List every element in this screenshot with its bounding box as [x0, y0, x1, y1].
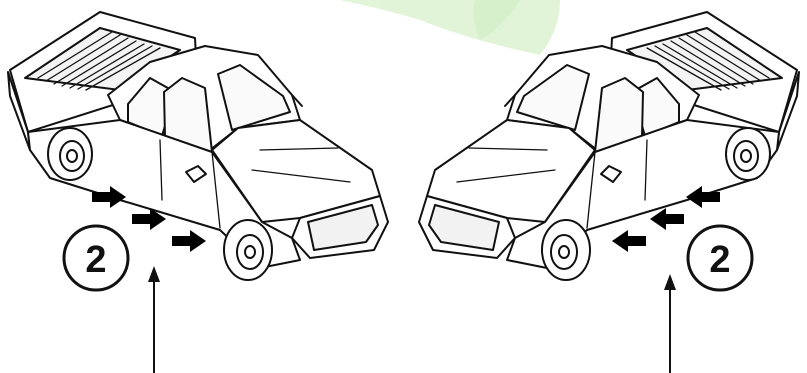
callout-left: 2	[64, 226, 128, 290]
front-wheel-right	[542, 220, 590, 280]
callout-number-right: 2	[709, 239, 730, 281]
callout-right: 2	[688, 226, 752, 290]
front-wheel-left	[224, 220, 272, 280]
pointer-arrow-left	[148, 266, 160, 373]
push-arrow	[612, 230, 646, 252]
rear-wheel-right	[726, 128, 770, 180]
push-arrow	[172, 230, 206, 252]
callout-number-left: 2	[85, 239, 106, 281]
rear-wheel-left	[48, 128, 92, 180]
push-arrow	[650, 208, 684, 230]
watermark	[340, 0, 560, 55]
pointer-arrow-right	[664, 274, 676, 373]
